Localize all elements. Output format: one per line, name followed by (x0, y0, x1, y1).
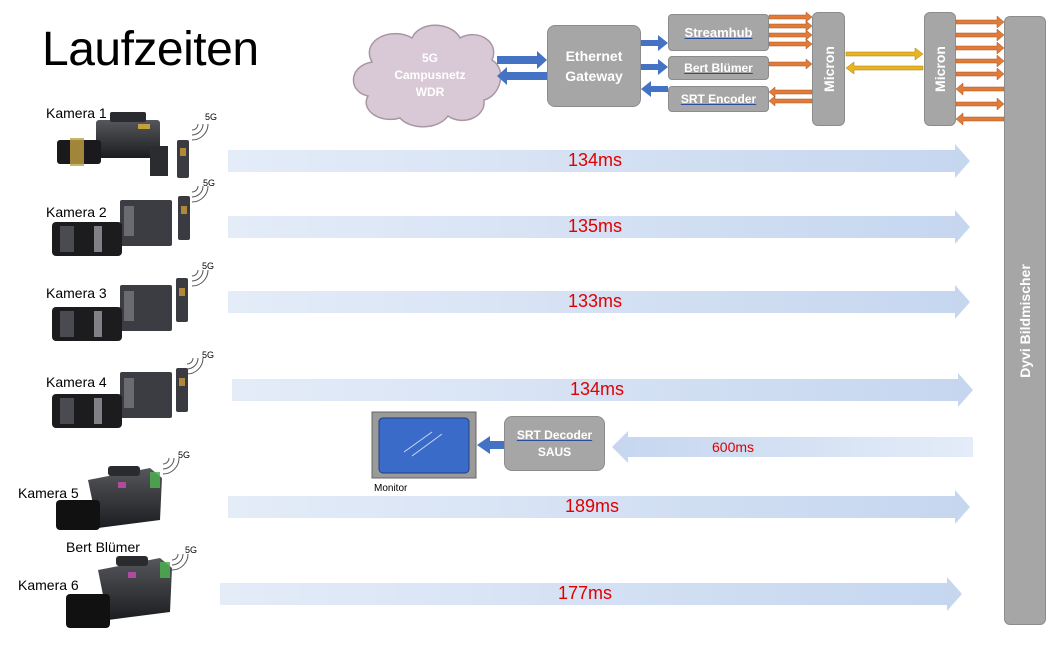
cloud-line-3: WDR (415, 85, 445, 99)
cloud-line-2: Campusnetz (394, 68, 466, 82)
service-srt-encoder-label: SRT Encoder (680, 92, 757, 106)
micron-left-box: Micron (812, 12, 845, 126)
decoder-line-1: SRT Decoder (516, 427, 593, 442)
monitor-icon (371, 411, 477, 479)
service-streamhub: Streamhub (668, 14, 769, 51)
camera-6-icon (66, 556, 172, 628)
latency-value-5: 189ms (564, 496, 620, 516)
latency-value-1: 134ms (567, 150, 623, 170)
signal-label-6: 5G (185, 545, 198, 555)
orange-arrows-right (955, 15, 1005, 126)
camera-6-label: Kamera 6 (18, 577, 79, 593)
camera-2-icon (52, 196, 190, 256)
signal-waves (162, 123, 209, 571)
latency-arrow-4 (232, 373, 973, 407)
cloud-label: 5G Campusnetz WDR (380, 50, 480, 101)
page-title: Laufzeiten (42, 23, 259, 76)
signal-label-1: 5G (205, 112, 218, 122)
micron-right-box: Micron (924, 12, 956, 126)
camera-4-label: Kamera 4 (46, 374, 107, 390)
gateway-line-1: Ethernet (565, 48, 623, 64)
service-srt-encoder: SRT Encoder (668, 86, 769, 112)
gateway-service-arrows (641, 35, 668, 97)
signal-label-5: 5G (178, 450, 191, 460)
service-bert-bluemer-label: Bert Blümer (684, 61, 753, 75)
srt-decoder-box: SRT Decoder SAUS (504, 416, 605, 471)
latency-value-2: 135ms (567, 216, 623, 236)
camera-3-label: Kamera 3 (46, 285, 107, 301)
camera-5-label: Kamera 5 (18, 485, 79, 501)
mixer-box: Dyvi Bildmischer (1004, 16, 1046, 625)
cloud-line-1: 5G (421, 51, 438, 65)
latency-arrow-2 (228, 210, 970, 244)
micron-right-label: Micron (932, 46, 949, 92)
signal-label-3: 5G (202, 261, 215, 271)
decoder-latency: 600ms (712, 439, 755, 455)
camera-1-icon (57, 112, 189, 178)
camera-5-icon (56, 466, 162, 530)
camera-2-label: Kamera 2 (46, 204, 107, 220)
signal-label-4: 5G (202, 350, 215, 360)
bert-bluemer-label: Bert Blümer (66, 539, 140, 555)
latency-value-4: 134ms (569, 379, 625, 399)
latency-arrow-3 (228, 285, 970, 319)
latency-value-6: 177ms (557, 583, 613, 603)
service-bert-bluemer: Bert Blümer (668, 56, 769, 80)
orange-arrows-left (768, 11, 813, 107)
return-arrow-decoder (612, 431, 973, 463)
latency-arrow-1 (228, 144, 970, 178)
gateway-line-2: Gateway (565, 68, 623, 84)
micron-left-label: Micron (820, 46, 837, 92)
camera-4-icon (52, 368, 188, 428)
cloud-shape (352, 24, 502, 128)
ethernet-gateway-box: Ethernet Gateway (547, 25, 641, 107)
camera-1-label: Kamera 1 (46, 105, 107, 121)
latency-arrows (220, 144, 973, 611)
micron-link-arrows (845, 47, 924, 75)
signal-label-2: 5G (203, 178, 216, 188)
service-streamhub-label: Streamhub (684, 25, 753, 40)
cloud-gateway-arrows (497, 51, 547, 85)
monitor-label: Monitor (374, 483, 408, 494)
mixer-label: Dyvi Bildmischer (1017, 263, 1034, 378)
latency-arrow-6 (220, 577, 962, 611)
latency-arrow-5 (228, 490, 970, 524)
latency-value-3: 133ms (567, 291, 623, 311)
decoder-line-2: SAUS (537, 444, 572, 459)
decoder-monitor-arrow (477, 436, 504, 454)
camera-3-icon (52, 278, 188, 341)
